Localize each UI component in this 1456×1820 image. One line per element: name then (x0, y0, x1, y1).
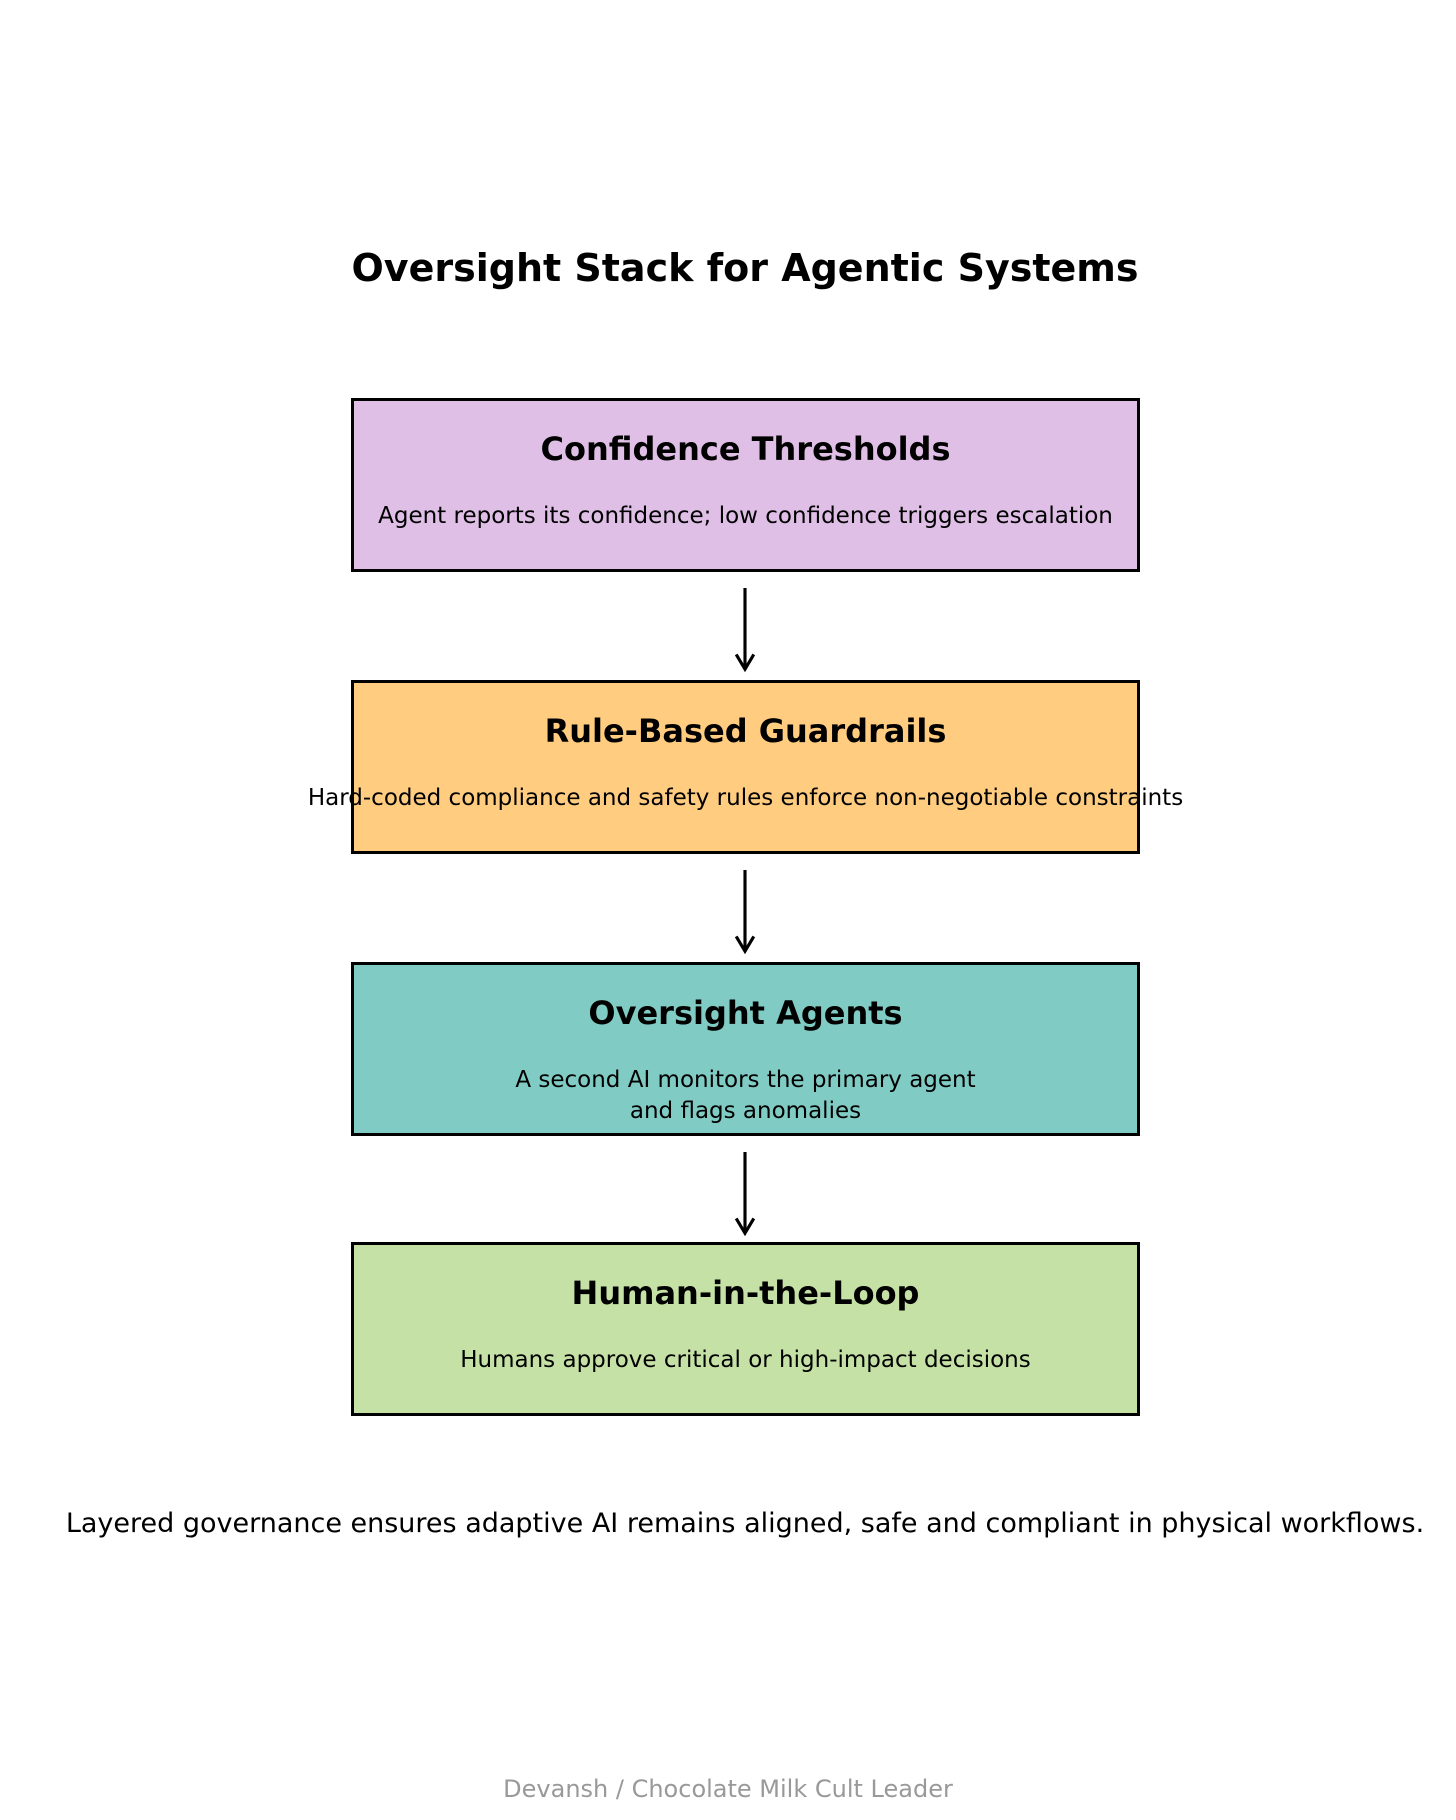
layer-title: Confidence Thresholds (540, 430, 951, 468)
layer-box-oversight-agents: Oversight Agents A second AI monitors th… (351, 962, 1140, 1136)
layer-description: A second AI monitors the primary agent a… (515, 1067, 976, 1124)
layer-title: Human-in-the-Loop (571, 1274, 920, 1312)
layer-box-confidence-thresholds: Confidence Thresholds Agent reports its … (351, 398, 1140, 572)
layer-description: Hard-coded compliance and safety rules e… (307, 785, 1184, 811)
arrow-down-icon (734, 587, 756, 673)
layer-description: Agent reports its confidence; low confid… (378, 503, 1113, 529)
arrow-down-icon (734, 1151, 756, 1237)
layer-box-rule-based-guardrails: Rule-Based Guardrails Hard-coded complia… (308, 680, 1183, 854)
layer-description: Humans approve critical or high-impact d… (460, 1347, 1031, 1373)
diagram-caption: Layered governance ensures adaptive AI r… (65, 1508, 1425, 1539)
footer-credit: Devansh / Chocolate Milk Cult Leader (503, 1775, 953, 1803)
layer-box-human-in-the-loop: Human-in-the-Loop Humans approve critica… (351, 1242, 1140, 1416)
page-title: Oversight Stack for Agentic Systems (351, 246, 1139, 290)
layer-title: Oversight Agents (588, 994, 903, 1032)
layer-title: Rule-Based Guardrails (544, 712, 947, 750)
arrow-down-icon (734, 869, 756, 955)
